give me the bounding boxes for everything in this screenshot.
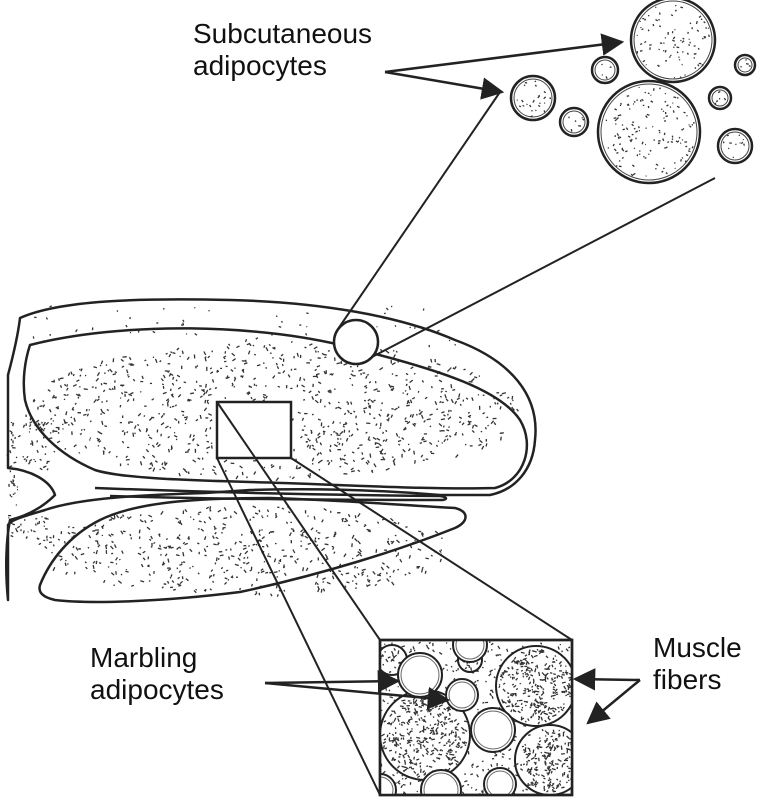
arrow-subq-1 <box>384 33 625 74</box>
label-subcutaneous-line2: adipocytes <box>193 50 327 81</box>
label-subcutaneous-line1: Subcutaneous <box>193 18 373 49</box>
arrow-marb-2 <box>264 681 451 710</box>
arrow-musc-2 <box>586 679 641 725</box>
label-muscle-fibers: Muscle fibers <box>653 632 742 696</box>
arrow-subq-2 <box>384 70 505 100</box>
enlarged-tissue-box <box>378 638 574 797</box>
label-muscle-line2: fibers <box>653 664 722 695</box>
outer-fat-layer <box>5 298 537 602</box>
upper-muscle-outline <box>22 327 529 490</box>
label-marbling-line2: adipocytes <box>90 674 224 705</box>
label-marbling-line1: Marbling <box>90 642 198 673</box>
arrow-musc-1 <box>572 668 641 691</box>
annotation-arrows <box>264 33 641 725</box>
seam-line <box>94 486 448 502</box>
arrow-marb-1 <box>264 670 401 693</box>
label-marbling-adipocytes: Marbling adipocytes <box>90 642 224 706</box>
marbling-sample-box <box>215 400 293 460</box>
zoom-line-left <box>337 91 501 330</box>
label-muscle-line1: Muscle <box>653 632 742 663</box>
label-subcutaneous-adipocytes: Subcutaneous adipocytes <box>193 18 372 82</box>
projection-lines <box>216 401 573 796</box>
subcutaneous-adipocyte-cluster <box>509 0 757 185</box>
zoom-line-right <box>371 177 716 358</box>
subcutaneous-sample-circle <box>332 318 380 366</box>
lower-muscle-outline <box>38 496 467 604</box>
meat-cross-section <box>5 298 537 604</box>
